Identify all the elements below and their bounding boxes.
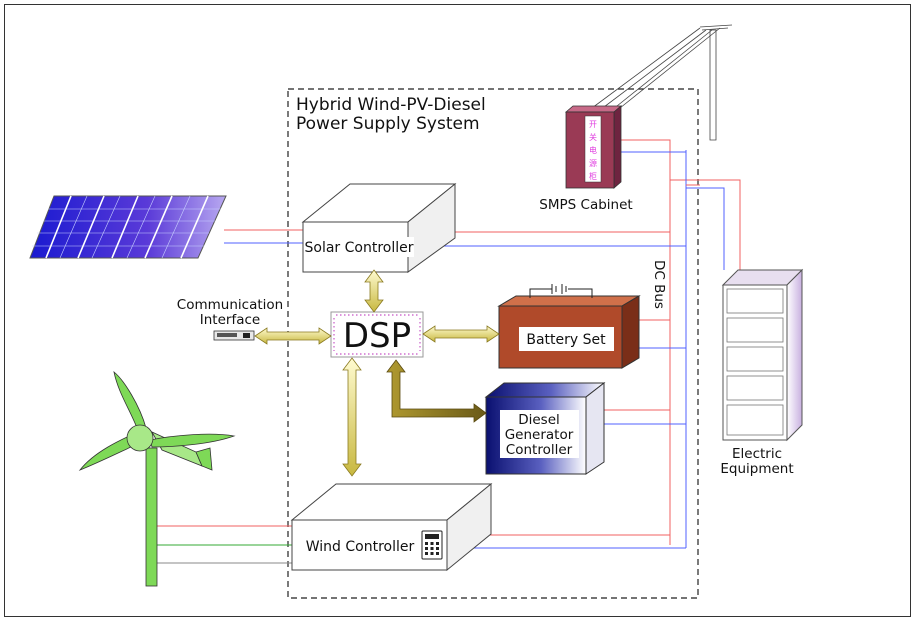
diesel-label-line3: Controller	[506, 442, 573, 458]
arrow-dsp-wind	[342, 357, 362, 477]
solar-controller-box[interactable]	[301, 182, 457, 273]
battery-terminal-icon	[529, 284, 593, 298]
system-title-line2: Power Supply System	[296, 114, 480, 134]
battery-set-box[interactable]	[497, 295, 641, 369]
wind-turbine	[78, 370, 236, 587]
smps-char-1: 关	[589, 132, 597, 142]
calculator-icon	[421, 530, 443, 560]
diesel-label-line1: Diesel	[518, 412, 560, 428]
solar-controller-label: Solar Controller	[305, 240, 414, 256]
smps-char-3: 源	[589, 159, 597, 168]
diesel-generator-box[interactable]	[484, 381, 606, 475]
smps-char-2: 电	[589, 145, 597, 155]
utility-pole	[591, 24, 733, 141]
wind-controller-box[interactable]	[290, 482, 493, 572]
comm-interface-label-line2: Interface	[200, 312, 260, 328]
solar-panel-array	[29, 195, 227, 259]
electric-equipment-cabinet[interactable]	[721, 268, 804, 442]
smps-char-0: 开	[589, 120, 597, 129]
dsp-label: DSP	[343, 316, 411, 356]
smps-cabinet-label: SMPS Cabinet	[539, 197, 632, 213]
arrow-dsp-diesel	[386, 359, 487, 423]
smps-char-4: 柜	[589, 171, 597, 181]
dsp-unit[interactable]	[330, 311, 424, 358]
battery-set-label: Battery Set	[526, 332, 606, 348]
arrow-solar-dsp	[364, 269, 384, 313]
electric-equipment-label-line2: Equipment	[720, 461, 793, 477]
smps-cabinet[interactable]: 开 关 电 源 柜	[564, 105, 623, 189]
system-boundary	[287, 88, 699, 599]
comm-interface-label-line1: Communication	[177, 297, 283, 313]
dc-bus-label: DC Bus	[651, 260, 667, 309]
wind-controller-label: Wind Controller	[306, 539, 415, 555]
comm-interface-device[interactable]	[213, 330, 255, 341]
arrow-comm-dsp	[254, 327, 332, 345]
electric-equipment-label-line1: Electric	[732, 446, 782, 462]
system-title-line1: Hybrid Wind-PV-Diesel	[296, 95, 486, 115]
diesel-label-line2: Generator	[505, 427, 574, 443]
arrow-dsp-battery	[422, 325, 500, 343]
